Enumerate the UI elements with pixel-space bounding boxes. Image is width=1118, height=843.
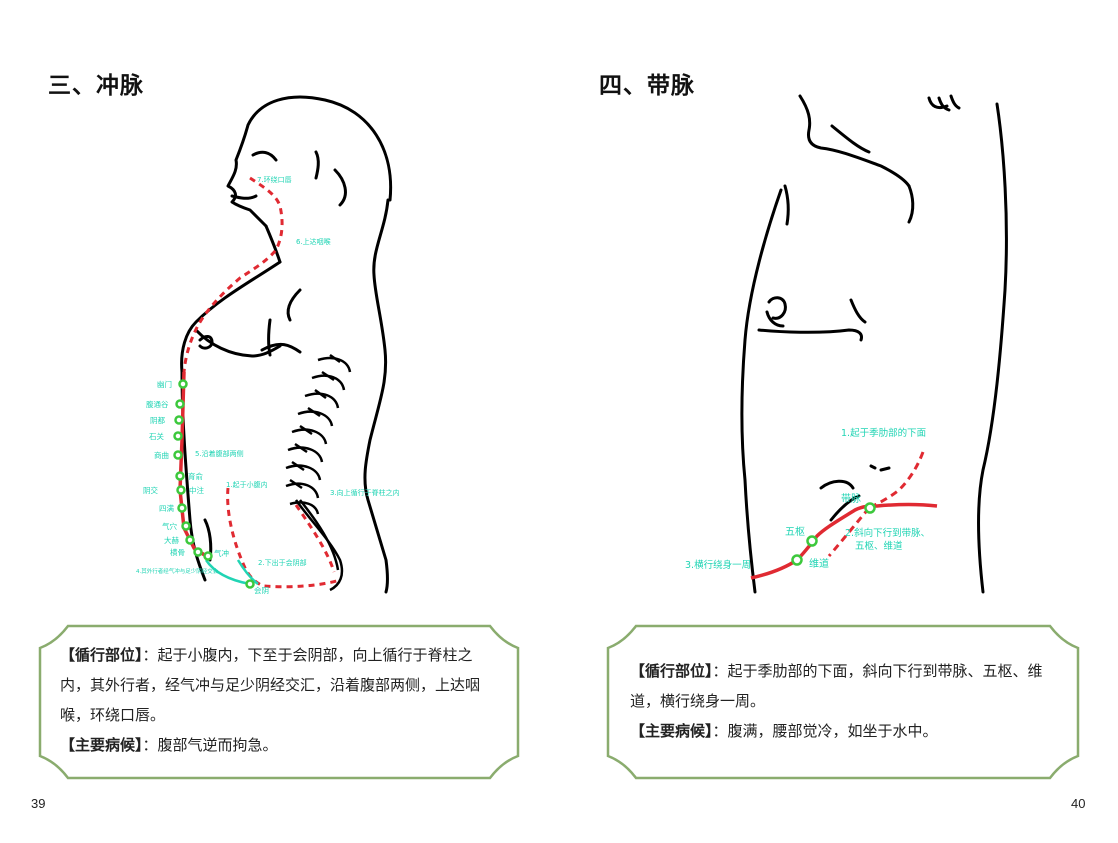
route-paragraph: 【循行部位】：起于小腹内，下至于会阴部，向上循行于脊柱之内，其外行者，经气冲与足… (60, 640, 500, 730)
label-step-3: 3.横行绕身一周 (685, 559, 751, 571)
point-weidao (793, 556, 802, 565)
label-qichong: 气冲 (214, 548, 229, 558)
label-yinjiao: 阴交 (143, 485, 158, 495)
label-futonggu: 腹通谷 (146, 399, 169, 409)
disease-paragraph: 【主要病候】：腹部气逆而拘急。 (60, 730, 500, 760)
disease-text: ：腹满，腰部觉冷，如坐于水中。 (713, 722, 938, 740)
info-box-text: 【循行部位】：起于小腹内，下至于会阴部，向上循行于脊柱之内，其外行者，经气冲与足… (60, 640, 500, 760)
label-step-2b: 五枢、维道 (855, 540, 903, 552)
meridian-step-labels: 7.环绕口唇 6.上达咽喉 5.沿着腹部两侧 1.起于小腹内 3.向上循行于脊柱… (136, 175, 400, 575)
label-step-3: 3.向上循行于脊柱之内 (330, 488, 400, 497)
disease-paragraph: 【主要病候】：腹满，腰部觉冷，如坐于水中。 (630, 716, 1062, 746)
label-wushu: 五枢 (785, 525, 805, 538)
info-box-text: 【循行部位】：起于季肋部的下面，斜向下行到带脉、五枢、维道，横行绕身一周。 【主… (630, 656, 1062, 746)
disease-text: ：腹部气逆而拘急。 (143, 736, 278, 754)
label-step-2: 2.下出于会阴部 (258, 558, 307, 567)
left-page: 三、冲脉 (0, 0, 559, 843)
point-youmen (180, 381, 187, 388)
point-qichong (205, 553, 212, 560)
label-step-5: 5.沿着腹部两侧 (195, 449, 244, 458)
label-step-1: 1.起于小腹内 (226, 480, 268, 489)
label-shangqu: 商曲 (154, 450, 169, 460)
point-shiguan (175, 433, 182, 440)
point-daimai (866, 504, 875, 513)
body-outline (182, 97, 391, 592)
point-huangshu (177, 473, 184, 480)
point-wushu (808, 537, 817, 546)
route-heading: 【循行部位】 (630, 662, 713, 680)
point-zhongzhu (178, 487, 185, 494)
label-simian: 四满 (159, 503, 174, 513)
label-step-1: 1.起于季肋部的下面 (841, 427, 926, 439)
label-dahe: 大赫 (164, 535, 179, 545)
point-qixue (183, 523, 190, 530)
info-box: 【循行部位】：起于小腹内，下至于会阴部，向上循行于脊柱之内，其外行者，经气冲与足… (38, 624, 520, 780)
right-page: 四、带脉 (559, 0, 1118, 843)
label-qixue: 气穴 (162, 521, 177, 531)
label-daimai: 带脉 (841, 492, 861, 505)
dai-meridian-solid (751, 505, 937, 579)
label-step-2a: 2.斜向下行到带脉、 (845, 527, 930, 539)
label-yindu: 阴都 (150, 416, 165, 425)
label-huangshu: 育俞 (188, 471, 203, 481)
info-box: 【循行部位】：起于季肋部的下面，斜向下行到带脉、五枢、维道，横行绕身一周。 【主… (606, 624, 1080, 780)
spine (286, 355, 350, 590)
body-outline (742, 96, 1006, 592)
route-paragraph: 【循行部位】：起于季肋部的下面，斜向下行到带脉、五枢、维道，横行绕身一周。 (630, 656, 1062, 716)
label-henggu: 横骨 (170, 547, 185, 557)
page-number: 40 (1071, 796, 1085, 811)
point-simian (179, 505, 186, 512)
disease-heading: 【主要病候】 (630, 722, 713, 740)
route-heading: 【循行部位】 (60, 646, 143, 664)
page-number: 39 (31, 796, 45, 811)
label-zhongzhu: 中注 (189, 485, 204, 495)
label-step-6: 6.上达咽喉 (296, 237, 331, 246)
point-dahe (187, 537, 194, 544)
point-yindu (176, 417, 183, 424)
label-huiyin: 会阴 (254, 585, 269, 595)
point-futonggu (177, 401, 184, 408)
point-huiyin (247, 581, 254, 588)
label-step-4: 4.其外行者经气冲与足少阴经交会 (136, 567, 219, 575)
point-shangqu (175, 452, 182, 459)
label-weidao: 维道 (809, 557, 829, 570)
point-henggu (195, 549, 202, 556)
disease-heading: 【主要病候】 (60, 736, 143, 754)
label-step-7: 7.环绕口唇 (257, 175, 292, 184)
label-youmen: 幽门 (157, 380, 172, 389)
label-shiguan: 石关 (149, 431, 164, 441)
